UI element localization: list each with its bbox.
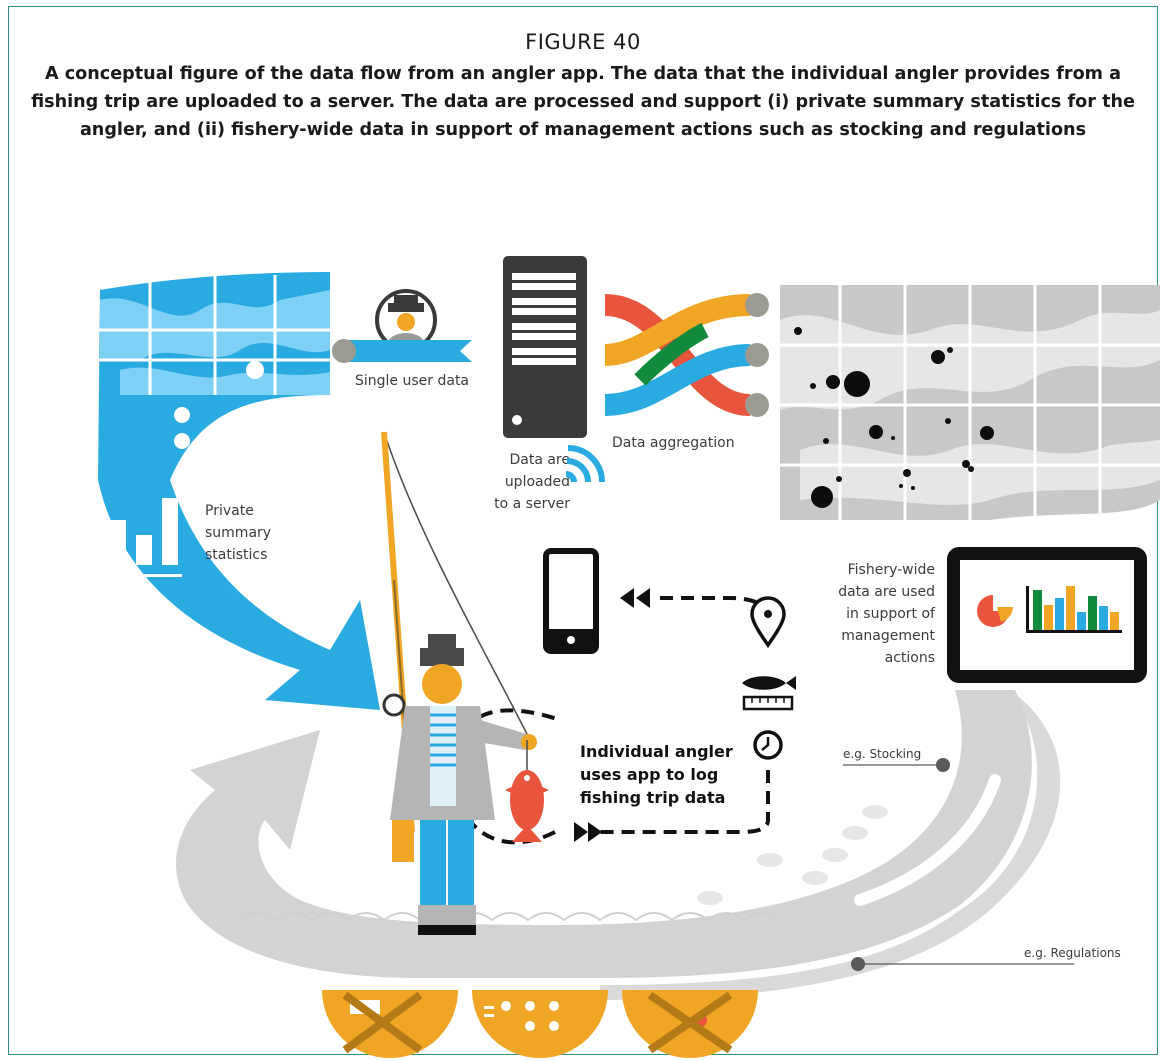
private-stats-label-1: Private bbox=[205, 503, 254, 519]
figure-caption: A conceptual figure of the data flow fro… bbox=[31, 64, 1135, 140]
caught-fish bbox=[505, 770, 549, 842]
single-user-label: Single user data bbox=[355, 373, 469, 389]
figure-number: FIGURE 40 bbox=[525, 30, 641, 54]
blue-map-pattern bbox=[95, 275, 330, 395]
private-stats-label-3: statistics bbox=[205, 547, 267, 563]
tablet-dashboard bbox=[947, 547, 1147, 683]
water-surface bbox=[239, 912, 781, 922]
single-user-band: Single user data bbox=[332, 339, 472, 389]
bag-limit-icon bbox=[472, 990, 608, 1058]
upload-label-2: uploaded bbox=[505, 474, 570, 490]
clock-icon bbox=[753, 730, 783, 760]
fishery-label-4: management bbox=[841, 628, 935, 644]
private-stats-arc: Private summary statistics bbox=[95, 272, 380, 710]
fish-school bbox=[695, 803, 890, 907]
server-icon bbox=[503, 256, 587, 438]
smartphone-icon bbox=[543, 548, 599, 654]
fishery-label-3: in support of bbox=[846, 606, 936, 622]
angler-label-3: fishing trip data bbox=[580, 788, 725, 807]
fishery-map bbox=[780, 285, 1160, 520]
wifi-icon bbox=[565, 445, 605, 483]
aggregation-ribbons bbox=[604, 293, 769, 417]
stocking-label: e.g. Stocking bbox=[843, 747, 921, 761]
regulation-icons bbox=[322, 990, 758, 1058]
stocking-callout: e.g. Stocking bbox=[843, 747, 950, 772]
fishery-label-1: Fishery-wide bbox=[848, 562, 935, 578]
figure-frame bbox=[8, 6, 1158, 1055]
aggregation-label: Data aggregation bbox=[612, 435, 735, 451]
angler-label-2: uses app to log bbox=[580, 765, 718, 784]
fishery-label-5: actions bbox=[885, 650, 935, 666]
angler-figure bbox=[381, 431, 549, 935]
fish-ruler-icon bbox=[742, 676, 796, 711]
private-stats-label-2: summary bbox=[205, 525, 271, 541]
angler-label-1: Individual angler bbox=[580, 742, 733, 761]
regulations-label: e.g. Regulations bbox=[1024, 946, 1121, 960]
fishery-label-2: data are used bbox=[838, 584, 935, 600]
catch-dots bbox=[794, 327, 994, 508]
location-pin-icon bbox=[750, 596, 786, 649]
upload-label-3: to a server bbox=[494, 496, 570, 512]
upload-label-1: Data are bbox=[509, 452, 570, 468]
grey-feedback-loop bbox=[176, 690, 1061, 1000]
pie-chart-icon bbox=[977, 595, 1013, 627]
bar-chart-icon bbox=[106, 498, 182, 577]
bar-chart-graphic bbox=[1026, 586, 1122, 633]
regulations-callout: e.g. Regulations bbox=[851, 946, 1121, 971]
